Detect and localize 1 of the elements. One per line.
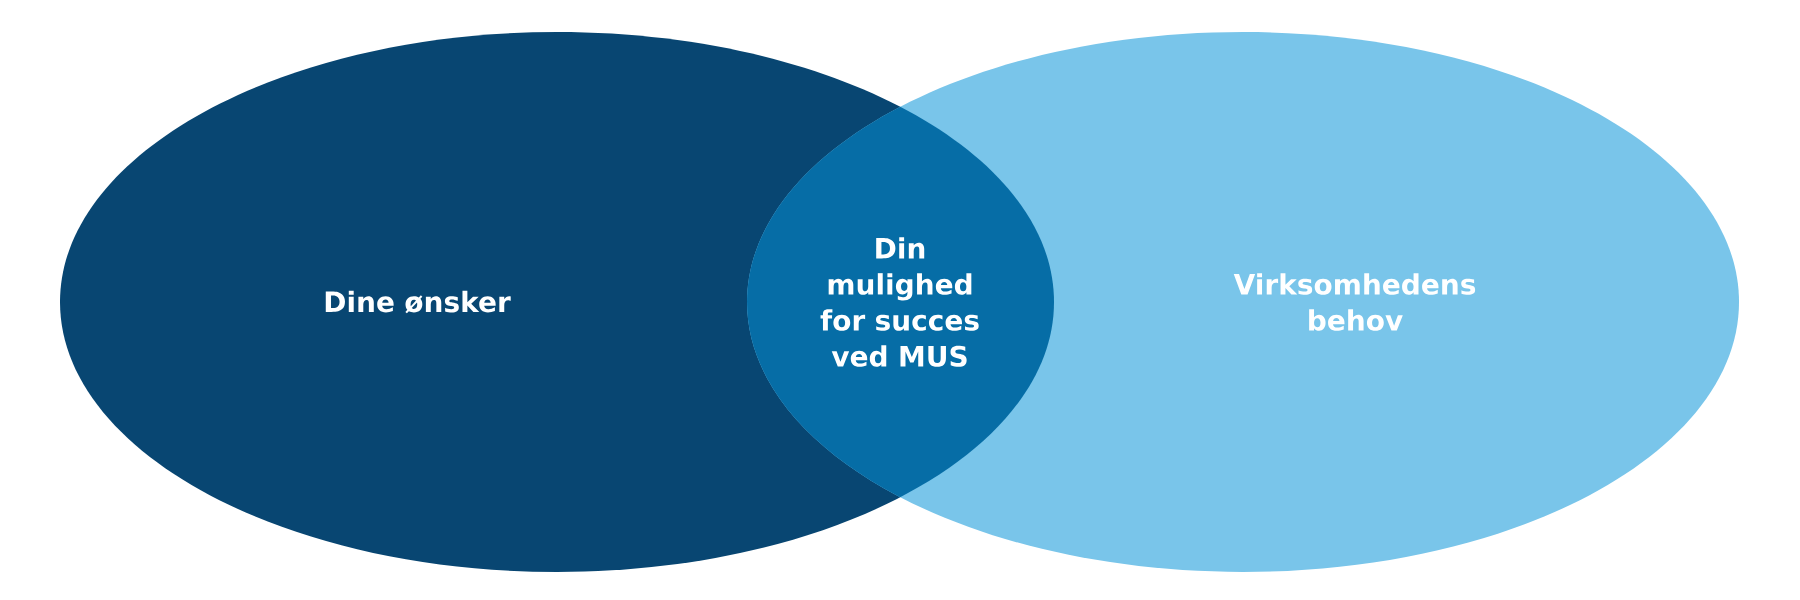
overlap-region: Din mulighed for succes ved MUS [820,237,979,367]
